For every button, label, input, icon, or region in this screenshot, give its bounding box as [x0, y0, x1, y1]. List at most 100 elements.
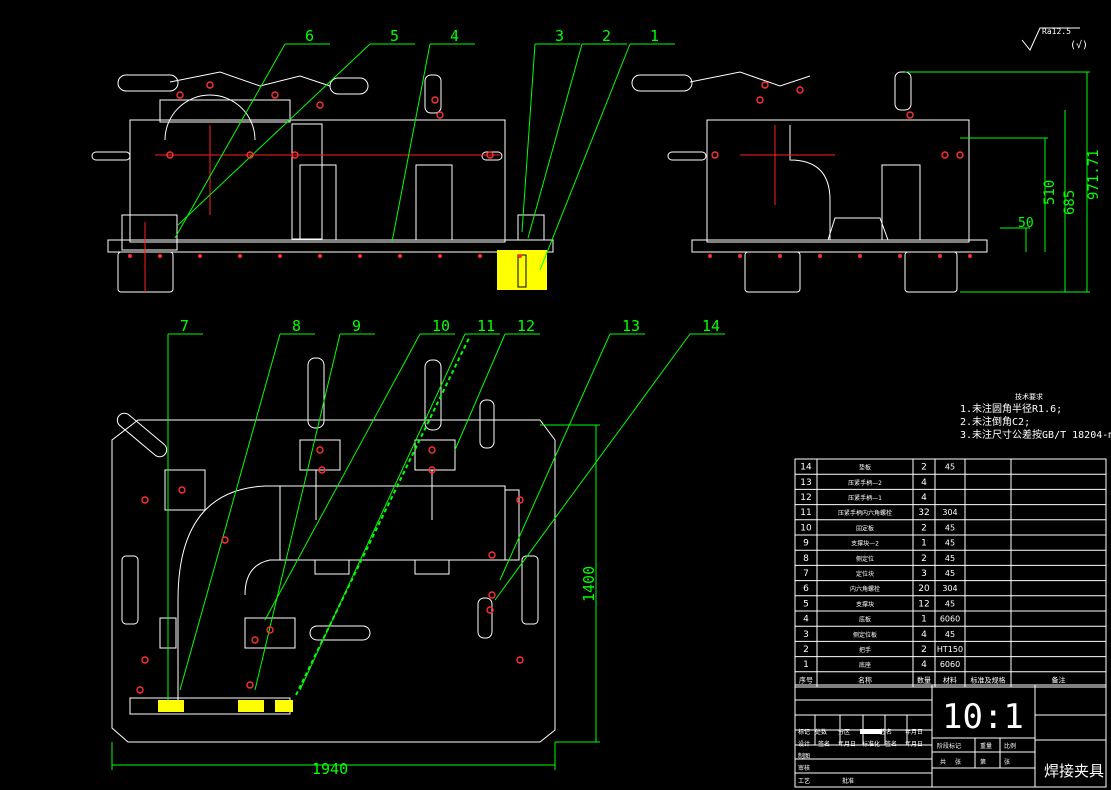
callout-leaders — [167, 43, 725, 700]
tech-note-2: 2.未注倒角C2; — [960, 415, 1030, 428]
bom-cell-no: 4 — [803, 615, 809, 625]
base-bolt — [158, 254, 162, 258]
front-highlight-slot — [517, 254, 527, 288]
bom-cell-qty: 4 — [921, 630, 927, 640]
side-centerlines — [740, 125, 835, 205]
dim-label-971: 971.71 — [1086, 149, 1102, 200]
title-row2-cell: 标准化 — [862, 740, 880, 748]
bom-cell-name: 侧定位板 — [853, 631, 877, 639]
bom-cell-no: 8 — [803, 554, 809, 564]
bom-header-note: 备注 — [1052, 675, 1066, 684]
base-bolt — [358, 254, 362, 258]
bolt-marker — [141, 656, 149, 664]
plan-slot-right — [521, 555, 539, 625]
title-row1-cell: 标记 — [798, 728, 810, 736]
front-slot-1 — [299, 164, 337, 241]
bom-cell-material: 45 — [945, 554, 955, 563]
callout-label-7: 7 — [180, 317, 189, 335]
bolt-marker — [141, 496, 149, 504]
bom-cell-name: 支撑块—2 — [851, 540, 879, 548]
bolt-marker — [486, 606, 494, 614]
callout-label-6: 6 — [305, 27, 314, 45]
plan-clamp-3 — [244, 617, 296, 649]
bom-header-qty: 数量 — [917, 675, 931, 684]
title-row5-cell: 批准 — [842, 777, 854, 785]
bom-cell-name: 压紧手柄内六角螺栓 — [838, 509, 892, 517]
bolt-marker — [906, 111, 914, 119]
bom-cell-qty: 4 — [921, 493, 927, 503]
callout-label-4: 4 — [450, 27, 459, 45]
bom-cell-name: 支撑块 — [856, 600, 874, 608]
plan-tube-inner — [244, 559, 280, 596]
side-body — [706, 119, 970, 243]
callout-leader-4 — [391, 43, 431, 243]
base-bolt — [818, 254, 822, 258]
bom-cell-name: 压紧手柄—2 — [848, 479, 882, 487]
bom-cell-no: 9 — [803, 539, 809, 549]
front-clamp-linkage — [169, 71, 331, 87]
plan-locator-1 — [158, 700, 184, 712]
base-bolt — [938, 254, 942, 258]
bolt-marker — [436, 111, 444, 119]
sheet-unit-label: 张 — [955, 758, 961, 766]
title-row2-cell: 年月日 — [905, 740, 923, 748]
bom-cell-qty: 2 — [921, 463, 927, 473]
base-bolt — [898, 254, 902, 258]
side-bend — [789, 125, 831, 240]
bom-cell-material: 6060 — [940, 615, 960, 624]
bolt-marker — [271, 91, 279, 99]
title-row1-cell: 年月日 — [905, 728, 923, 736]
bom-cell-name: 底板 — [859, 616, 871, 624]
bolt-marker — [428, 466, 436, 474]
bolt-marker — [428, 446, 436, 454]
front-locator-right — [517, 214, 545, 241]
plan-handle-5 — [116, 412, 168, 458]
bolt-marker — [516, 496, 524, 504]
bolt-marker — [246, 151, 254, 159]
front-handle-1 — [117, 74, 179, 92]
bom-header-name: 名称 — [858, 675, 872, 684]
bom-cell-qty: 32 — [918, 508, 929, 518]
base-bolt — [198, 254, 202, 258]
base-bolt — [398, 254, 402, 258]
bolt-marker — [796, 86, 804, 94]
bom-cell-material: 304 — [942, 508, 957, 517]
base-bolt — [128, 254, 132, 258]
bolt-marker — [488, 551, 496, 559]
bolt-marker — [711, 151, 719, 159]
plan-handle-2 — [424, 359, 442, 431]
base-bolt — [478, 254, 482, 258]
bolt-marker — [316, 446, 324, 454]
bom-cell-no: 6 — [803, 584, 809, 594]
plan-handle-4 — [309, 625, 371, 641]
bom-cell-material: 45 — [945, 523, 955, 532]
bolt-marker — [178, 486, 186, 494]
callout-leader-12 — [454, 333, 506, 451]
dim-label-510: 510 — [1042, 180, 1058, 205]
bom-cell-name: 把手 — [859, 646, 871, 654]
bolt-marker — [246, 681, 254, 689]
tech-notes-title: 技术要求 — [1015, 392, 1043, 401]
drawing-title: 焊接夹具 — [1044, 762, 1104, 780]
side-handle-loop — [827, 217, 889, 241]
bom-cell-name: 定位块 — [856, 570, 874, 578]
bom-header-standard: 标准及规格 — [971, 675, 1006, 684]
bom-cell-name: 固定板 — [856, 524, 874, 532]
bom-cell-no: 2 — [803, 645, 809, 655]
bom-cell-no: 14 — [800, 463, 812, 473]
bolt-marker — [431, 96, 439, 104]
title-row1-cell: 分区 — [838, 728, 850, 736]
plan-slot-left — [121, 555, 139, 625]
plan-tube-end — [504, 489, 520, 561]
bom-header-no: 序号 — [799, 675, 813, 684]
roughness-paren: (√) — [1070, 39, 1088, 51]
front-slot-2 — [415, 164, 453, 241]
title-block-frame — [794, 684, 1107, 788]
roughness-value: Ra12.5 — [1042, 27, 1071, 36]
dim-label-1940: 1940 — [312, 760, 348, 778]
front-view — [91, 71, 554, 293]
bolt-marker — [266, 626, 274, 634]
tech-note-1: 1.未注圆角半径R1.6; — [960, 402, 1062, 415]
title-row2-cell: 签名 — [818, 740, 830, 748]
callout-leader-6 — [174, 43, 286, 239]
